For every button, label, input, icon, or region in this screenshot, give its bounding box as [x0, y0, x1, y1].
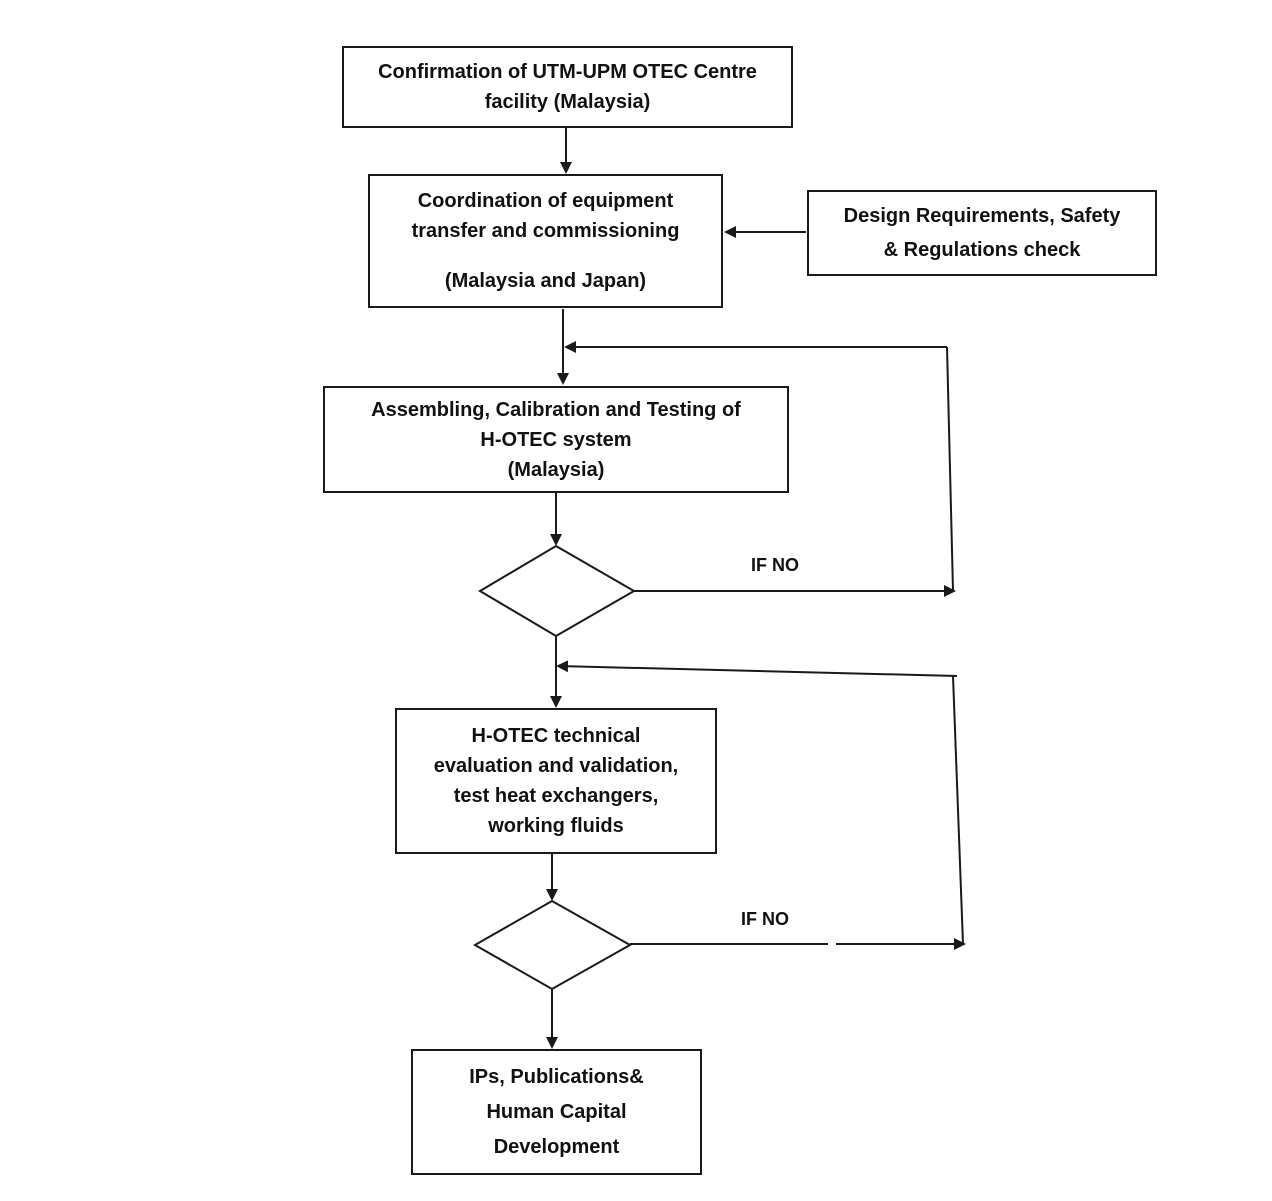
step-confirmation: Confirmation of UTM-UPM OTEC Centre faci… — [342, 46, 793, 128]
step-outputs-line-3: Development — [493, 1135, 620, 1158]
step-assembling-line-1: Assembling, Calibration and Testing of — [371, 398, 741, 421]
step-design-check: Design Requirements, Safety & Regulation… — [807, 190, 1157, 276]
step-outputs: IPs, Publications& Human Capital Develop… — [411, 1049, 702, 1175]
step-coordination-line-3: (Malaysia and Japan) — [444, 270, 647, 292]
step-evaluation-line-3: test heat exchangers, — [453, 785, 659, 807]
decision-diamond-1 — [478, 544, 637, 638]
step-evaluation-line-4: working fluids — [488, 815, 624, 837]
step-coordination-line-2: transfer and commissioning — [411, 220, 680, 242]
step-outputs-line-2: Human Capital — [486, 1100, 627, 1123]
step-design-check-line-2: & Regulations check — [883, 239, 1081, 261]
step-evaluation-line-2: evaluation and validation, — [433, 755, 679, 777]
step-assembling-line-2: H-OTEC system — [480, 428, 632, 451]
step-confirmation-line-2: facility (Malaysia) — [484, 91, 651, 113]
arrow-loop-2-return — [556, 660, 958, 677]
step-coordination: Coordination of equipment transfer and c… — [368, 174, 723, 308]
step-evaluation-line-1: H-OTEC technical — [471, 725, 641, 747]
step-assembling-line-3: (Malaysia) — [507, 458, 605, 481]
decision-2-no-label: IF NO — [741, 909, 789, 929]
step-evaluation: H-OTEC technical evaluation and validati… — [395, 708, 717, 854]
step-outputs-line-1: IPs, Publications& — [469, 1065, 644, 1088]
step-design-check-line-1: Design Requirements, Safety — [843, 205, 1121, 227]
decision-1-no-label: IF NO — [751, 555, 799, 575]
line-gap — [828, 942, 836, 946]
loop-line-2-vertical — [952, 675, 964, 945]
step-confirmation-line-1: Confirmation of UTM-UPM OTEC Centre — [378, 61, 757, 83]
loop-line-1-vertical — [946, 346, 954, 592]
step-assembling: Assembling, Calibration and Testing of H… — [323, 386, 789, 493]
decision-diamond-2 — [472, 899, 633, 991]
step-coordination-line-1: Coordination of equipment — [417, 190, 674, 212]
